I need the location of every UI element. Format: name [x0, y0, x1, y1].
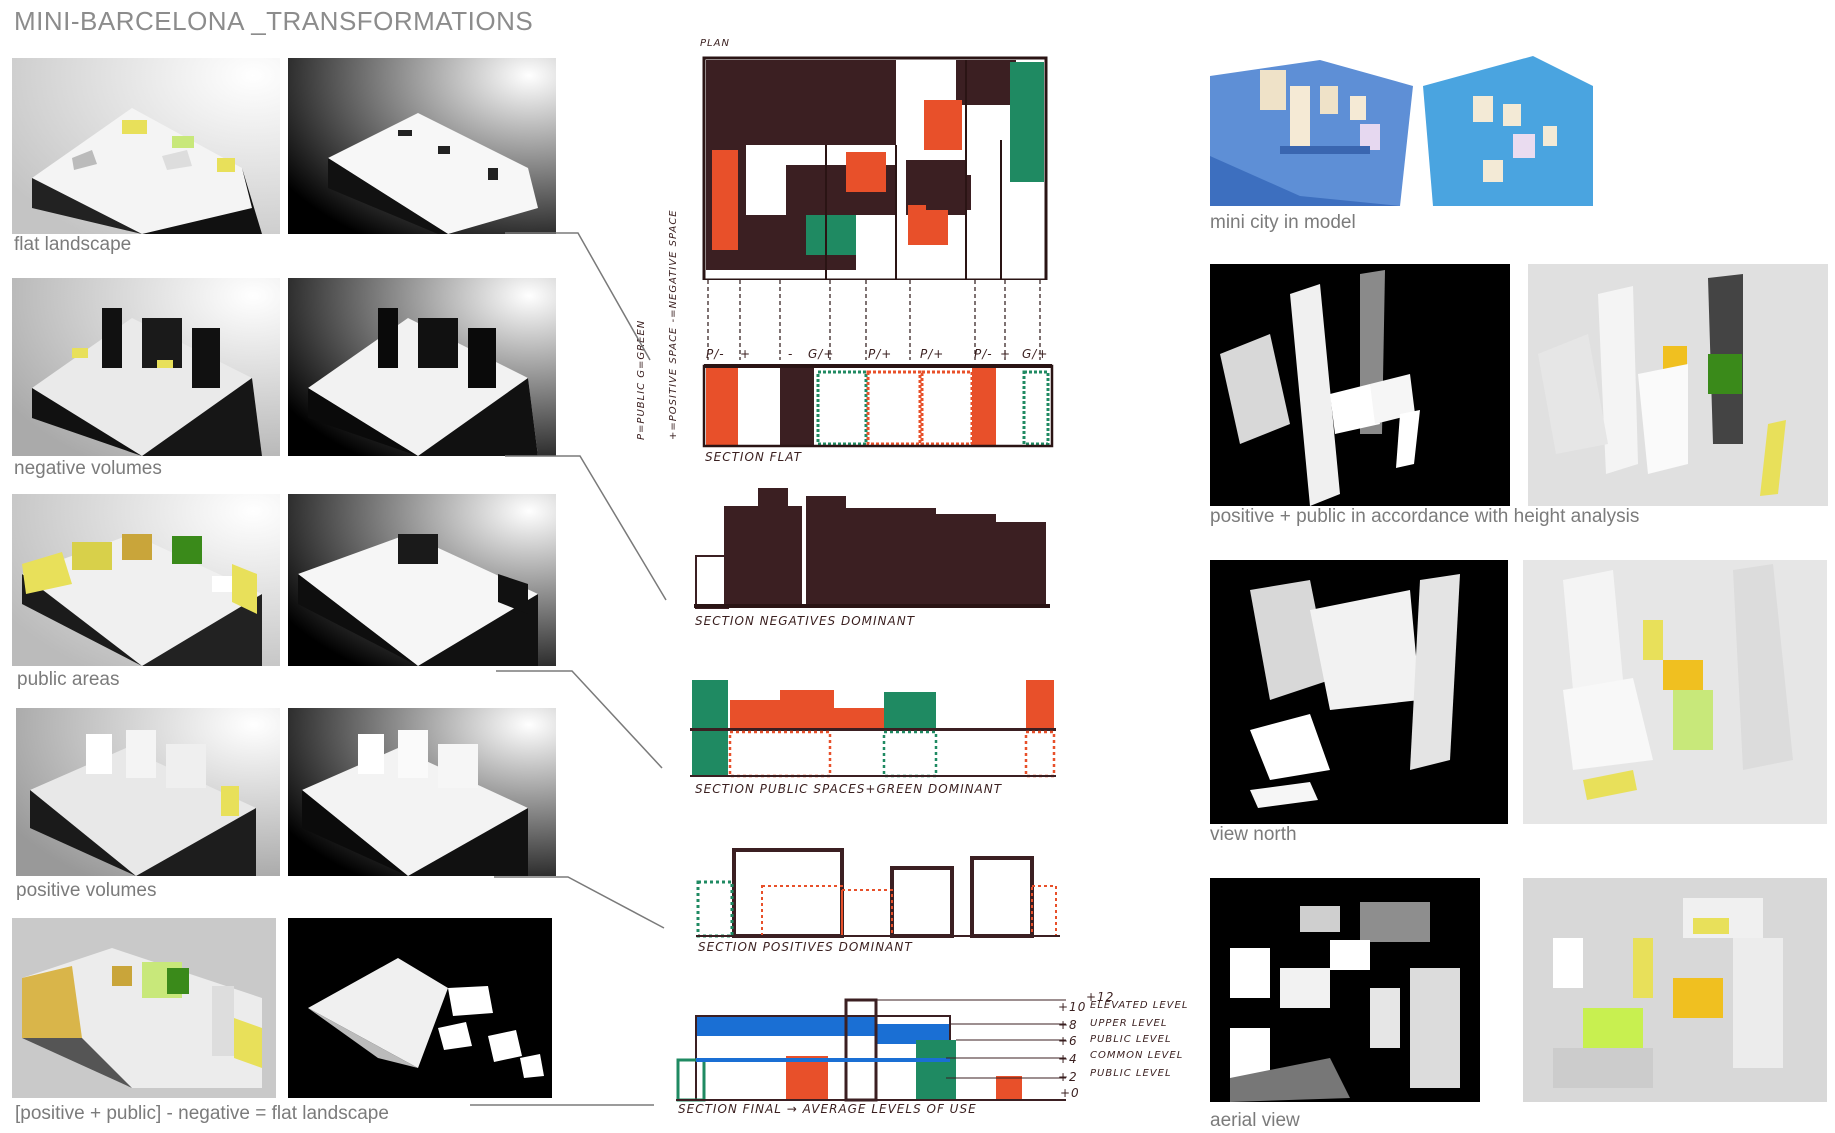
caption-flat-landscape: flat landscape: [14, 234, 132, 255]
caption-public-areas: public areas: [17, 669, 120, 690]
tag-flat-0: P/-: [706, 347, 725, 361]
tag-flat-3: G/+: [808, 347, 835, 361]
render-flat-landscape-dark: [288, 58, 556, 234]
section-label-flat: SECTION FLAT: [705, 450, 802, 464]
tag-flat-8: G/+: [1022, 347, 1049, 361]
plan-label: PLAN: [700, 38, 730, 49]
level-mark-5: +2: [1058, 1070, 1078, 1084]
render-negative-volumes-color: [12, 278, 280, 456]
sketch-section-final: [676, 996, 1066, 1104]
caption-negative-volumes: negative volumes: [14, 458, 162, 479]
render-view-north-color: [1523, 560, 1827, 824]
photo-model-2: [1413, 56, 1593, 211]
tag-flat-2: -: [788, 347, 794, 361]
section-label-negatives: SECTION NEGATIVES DOMINANT: [695, 614, 916, 628]
render-view-north-dark: [1210, 560, 1508, 824]
legend-right: +=POSITIVE SPACE -=NEGATIVE SPACE: [668, 209, 679, 440]
level-label-5: PUBLIC LEVEL: [1090, 1068, 1172, 1079]
caption-positive-volumes: positive volumes: [16, 880, 157, 901]
render-height-dark: [1210, 264, 1510, 506]
level-label-2: UPPER LEVEL: [1090, 1018, 1168, 1029]
level-mark-2: +8: [1058, 1018, 1078, 1032]
caption-view-north: view north: [1210, 824, 1297, 845]
section-label-final: SECTION FINAL → AVERAGE LEVELS OF USE: [678, 1102, 977, 1116]
tag-flat-6: P/-: [974, 347, 993, 361]
render-public-areas-dark: [288, 494, 556, 666]
caption-combined: [positive + public] - negative = flat la…: [15, 1103, 389, 1124]
section-label-public-green: SECTION PUBLIC SPACES+GREEN DOMINANT: [695, 782, 1003, 796]
render-aerial-color: [1523, 878, 1827, 1102]
caption-mini-city: mini city in model: [1210, 212, 1356, 233]
render-combined-dark: [288, 918, 552, 1098]
tag-flat-5: P/+: [920, 347, 945, 361]
render-negative-volumes-dark: [288, 278, 556, 456]
render-flat-landscape-color: [12, 58, 280, 234]
level-mark-4: +4: [1058, 1052, 1078, 1066]
section-label-positives: SECTION POSITIVES DOMINANT: [698, 940, 913, 954]
level-label-1: ELEVATED LEVEL: [1090, 1000, 1189, 1011]
sketch-plan: [696, 40, 1056, 280]
level-mark-0: +12: [1086, 990, 1115, 1004]
sketch-section-flat: [700, 280, 1056, 450]
level-mark-3: +6: [1058, 1034, 1078, 1048]
tag-flat-4: P/+: [868, 347, 893, 361]
render-positive-volumes-color: [16, 708, 280, 876]
sketch-section-negatives: [694, 486, 1054, 610]
caption-aerial-view: aerial view: [1210, 1110, 1300, 1131]
sketch-section-public-green: [690, 676, 1060, 778]
caption-height-analysis: positive + public in accordance with hei…: [1210, 506, 1640, 527]
legend-left: P=PUBLIC G=GREEN: [636, 319, 647, 440]
tag-flat-1: +: [740, 347, 752, 361]
level-label-3: PUBLIC LEVEL: [1090, 1034, 1172, 1045]
render-combined-color: [12, 918, 276, 1098]
render-public-areas-color: [12, 494, 280, 666]
level-label-4: COMMON LEVEL: [1090, 1050, 1184, 1061]
photo-model-1: [1210, 56, 1413, 211]
sketch-section-positives: [696, 846, 1060, 938]
level-mark-6: +0: [1060, 1086, 1080, 1100]
render-positive-volumes-dark: [288, 708, 556, 876]
page-title: MINI-BARCELONA _TRANSFORMATIONS: [14, 6, 534, 36]
render-aerial-dark: [1210, 878, 1480, 1102]
render-height-color: [1528, 264, 1828, 506]
tag-flat-7: +: [1000, 347, 1012, 361]
level-mark-1: +10: [1058, 1000, 1087, 1014]
